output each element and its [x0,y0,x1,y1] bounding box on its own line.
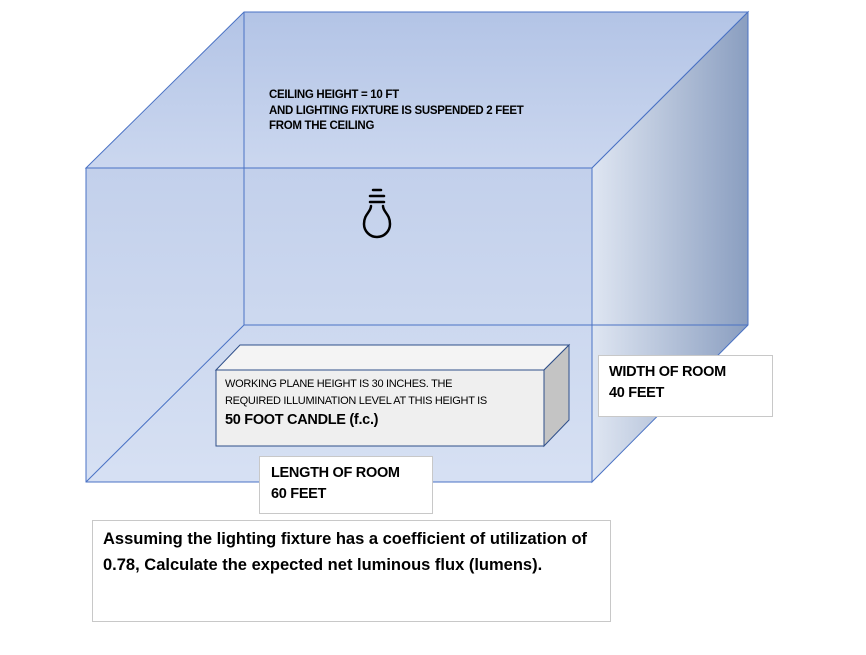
ceiling-note-line1: CEILING HEIGHT = 10 FT [269,89,399,101]
width-label-value: 40 FEET [609,385,665,402]
working-plane-note: WORKING PLANE HEIGHT IS 30 INCHES. THE R… [225,376,487,432]
width-label-title: WIDTH OF ROOM [609,364,726,380]
room-floor-diagonal-edge [85,324,245,483]
working-plane-front [215,369,545,447]
working-plane-line1: WORKING PLANE HEIGHT IS 30 INCHES. THE [225,378,453,390]
ceiling-note-line3: FROM THE CEILING [269,120,375,133]
working-plane-box [214,343,571,448]
length-label: LENGTH OF ROOM 60 FEET [259,456,433,514]
ceiling-note: CEILING HEIGHT = 10 FT AND LIGHTING FIXT… [269,88,524,135]
ceiling-note-line2: AND LIGHTING FIXTURE IS SUSPENDED 2 FEET [269,104,524,117]
length-label-title: LENGTH OF ROOM [271,465,400,481]
question-box: Assuming the lighting fixture has a coef… [92,520,611,622]
length-label-value: 60 FEET [271,486,327,503]
light-bulb-icon [362,188,392,239]
working-plane-line2: REQUIRED ILLUMINATION LEVEL AT THIS HEIG… [225,394,487,407]
width-label: WIDTH OF ROOM 40 FEET [598,355,773,417]
illumination-level: 50 FOOT CANDLE (f.c.) [225,412,379,428]
working-plane-top [214,344,571,371]
